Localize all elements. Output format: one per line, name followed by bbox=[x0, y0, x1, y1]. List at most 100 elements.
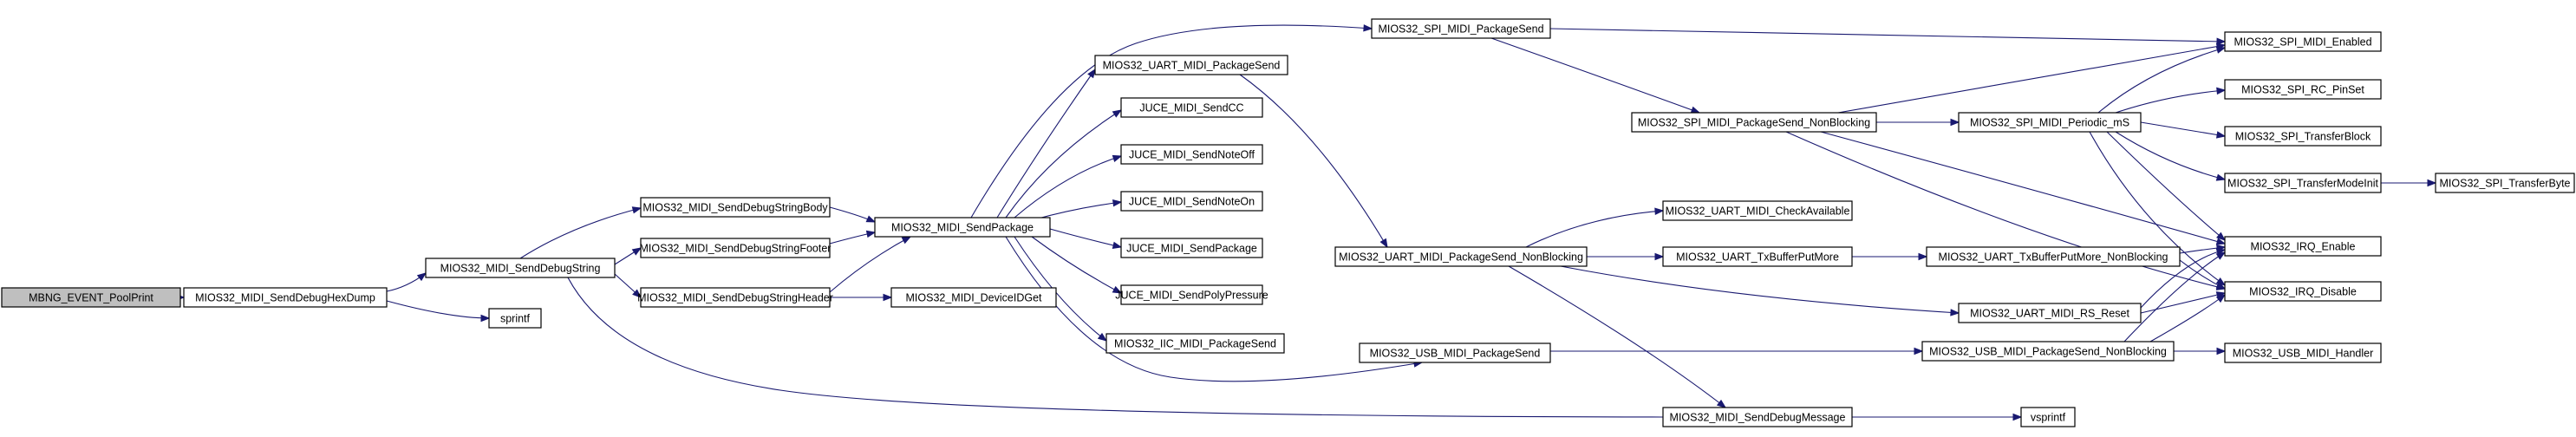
node-transmode[interactable]: MIOS32_SPI_TransferModeInit bbox=[2224, 173, 2382, 193]
node-header[interactable]: MIOS32_MIDI_SendDebugStringHeader bbox=[637, 287, 833, 308]
node-jpkg[interactable]: JUCE_MIDI_SendPackage bbox=[1120, 238, 1263, 258]
node-box[interactable] bbox=[640, 238, 831, 258]
node-box[interactable] bbox=[1958, 303, 2142, 323]
node-checkavail[interactable]: MIOS32_UART_MIDI_CheckAvailable bbox=[1662, 200, 1853, 221]
node-box[interactable] bbox=[1662, 200, 1853, 221]
node-box[interactable] bbox=[1, 287, 181, 308]
node-box[interactable] bbox=[640, 197, 831, 218]
arrowhead-transmode-to-transbyte bbox=[2427, 179, 2437, 187]
arrowhead-spipkg-to-spienabled bbox=[2216, 37, 2227, 46]
node-transbyte[interactable]: MIOS32_SPI_TransferByte bbox=[2435, 173, 2575, 193]
node-box[interactable] bbox=[1662, 246, 1853, 267]
node-box[interactable] bbox=[183, 287, 388, 308]
node-deviceid[interactable]: MIOS32_MIDI_DeviceIDGet bbox=[890, 287, 1057, 308]
node-box[interactable] bbox=[2224, 126, 2382, 147]
node-box[interactable] bbox=[1662, 407, 1853, 427]
node-irqen[interactable]: MIOS32_IRQ_Enable bbox=[2224, 236, 2382, 257]
node-box[interactable] bbox=[890, 287, 1057, 308]
node-label: MIOS32_MIDI_SendDebugString bbox=[440, 263, 601, 275]
node-joff[interactable]: JUCE_MIDI_SendNoteOff bbox=[1120, 144, 1263, 165]
node-uartpkg[interactable]: MIOS32_UART_MIDI_PackageSend bbox=[1094, 55, 1288, 75]
edge-spipkg-to-spienabled bbox=[1549, 28, 2226, 42]
node-box[interactable] bbox=[488, 308, 542, 329]
node-box[interactable] bbox=[2020, 407, 2076, 427]
node-mbng[interactable]: MBNG_EVENT_PoolPrint bbox=[1, 287, 181, 308]
node-box[interactable] bbox=[1631, 112, 1877, 133]
node-box[interactable] bbox=[425, 258, 616, 278]
node-uartnb[interactable]: MIOS32_UART_MIDI_PackageSend_NonBlocking bbox=[1334, 246, 1588, 267]
node-box[interactable] bbox=[1105, 333, 1285, 354]
node-box[interactable] bbox=[2224, 79, 2382, 100]
node-box[interactable] bbox=[1921, 341, 2175, 362]
node-usbpkg[interactable]: MIOS32_USB_MIDI_PackageSend bbox=[1359, 342, 1551, 363]
node-hexdump[interactable]: MIOS32_MIDI_SendDebugHexDump bbox=[183, 287, 388, 308]
node-box[interactable] bbox=[1334, 246, 1588, 267]
node-sprintf[interactable]: sprintf bbox=[488, 308, 542, 329]
node-jpoly[interactable]: JUCE_MIDI_SendPolyPressure bbox=[1115, 284, 1268, 305]
node-label: MIOS32_SPI_RC_PinSet bbox=[2241, 84, 2364, 96]
node-box[interactable] bbox=[2224, 236, 2382, 257]
node-box[interactable] bbox=[2224, 342, 2382, 363]
edges-layer bbox=[175, 24, 2437, 421]
node-rcpinset[interactable]: MIOS32_SPI_RC_PinSet bbox=[2224, 79, 2382, 100]
node-label: MIOS32_SPI_MIDI_Enabled bbox=[2234, 36, 2371, 49]
node-label: MIOS32_USB_MIDI_PackageSend_NonBlocking bbox=[1929, 346, 2167, 358]
arrowhead-body-to-sendpkg bbox=[865, 215, 877, 223]
node-box[interactable] bbox=[1120, 191, 1263, 212]
node-dbgstr[interactable]: MIOS32_MIDI_SendDebugString bbox=[425, 258, 616, 278]
node-spipkg[interactable]: MIOS32_SPI_MIDI_PackageSend bbox=[1371, 18, 1551, 39]
node-box[interactable] bbox=[1926, 246, 2181, 267]
node-sendpkg[interactable]: MIOS32_MIDI_SendPackage bbox=[874, 217, 1051, 238]
node-box[interactable] bbox=[2224, 173, 2382, 193]
node-label: MIOS32_UART_MIDI_PackageSend_NonBlocking bbox=[1339, 251, 1583, 264]
node-box[interactable] bbox=[1371, 18, 1551, 39]
node-footer[interactable]: MIOS32_MIDI_SendDebugStringFooter bbox=[640, 238, 831, 258]
node-box[interactable] bbox=[1120, 238, 1263, 258]
arrowhead-dbgstr-to-footer bbox=[631, 247, 642, 256]
node-periodic[interactable]: MIOS32_SPI_MIDI_Periodic_mS bbox=[1958, 112, 2142, 133]
arrowhead-usbnb-to-usbhandler bbox=[2216, 347, 2227, 355]
node-label: MIOS32_SPI_TransferByte bbox=[2440, 178, 2571, 190]
node-rsreset[interactable]: MIOS32_UART_MIDI_RS_Reset bbox=[1958, 303, 2142, 323]
node-txput[interactable]: MIOS32_UART_TxBufferPutMore bbox=[1662, 246, 1853, 267]
node-box[interactable] bbox=[1120, 144, 1263, 165]
node-label: MIOS32_SPI_MIDI_PackageSend bbox=[1378, 23, 1543, 36]
node-transblock[interactable]: MIOS32_SPI_TransferBlock bbox=[2224, 126, 2382, 147]
node-box[interactable] bbox=[2224, 31, 2382, 52]
arrowhead-hexdump-to-sprintf bbox=[480, 314, 491, 323]
node-label: MIOS32_MIDI_SendPackage bbox=[891, 222, 1034, 234]
node-box[interactable] bbox=[1120, 97, 1263, 118]
node-box[interactable] bbox=[1120, 284, 1263, 305]
node-spienabled[interactable]: MIOS32_SPI_MIDI_Enabled bbox=[2224, 31, 2382, 52]
edge-uartnb-to-rsreset bbox=[1560, 265, 1960, 314]
node-label: MIOS32_UART_TxBufferPutMore bbox=[1676, 251, 1839, 264]
node-box[interactable] bbox=[874, 217, 1051, 238]
edge-uartpkg-to-uartnb bbox=[1239, 74, 1388, 248]
node-dbgmsg[interactable]: MIOS32_MIDI_SendDebugMessage bbox=[1662, 407, 1853, 427]
node-spinb[interactable]: MIOS32_SPI_MIDI_PackageSend_NonBlocking bbox=[1631, 112, 1877, 133]
node-txputnb[interactable]: MIOS32_UART_TxBufferPutMore_NonBlocking bbox=[1926, 246, 2181, 267]
node-box[interactable] bbox=[1958, 112, 2142, 133]
edge-periodic-to-spienabled bbox=[2097, 47, 2226, 114]
node-usbhandler[interactable]: MIOS32_USB_MIDI_Handler bbox=[2224, 342, 2382, 363]
node-iic[interactable]: MIOS32_IIC_MIDI_PackageSend bbox=[1105, 333, 1285, 354]
node-usbnb[interactable]: MIOS32_USB_MIDI_PackageSend_NonBlocking bbox=[1921, 341, 2175, 362]
node-jon[interactable]: JUCE_MIDI_SendNoteOn bbox=[1120, 191, 1263, 212]
node-box[interactable] bbox=[640, 287, 831, 308]
node-box[interactable] bbox=[2224, 281, 2382, 302]
node-box[interactable] bbox=[1359, 342, 1551, 363]
node-vsprintf[interactable]: vsprintf bbox=[2020, 407, 2076, 427]
node-label: MIOS32_SPI_MIDI_Periodic_mS bbox=[1970, 117, 2129, 129]
node-label: MBNG_EVENT_PoolPrint bbox=[29, 292, 153, 304]
node-box[interactable] bbox=[2435, 173, 2575, 193]
node-irqdis[interactable]: MIOS32_IRQ_Disable bbox=[2224, 281, 2382, 302]
node-body[interactable]: MIOS32_MIDI_SendDebugStringBody bbox=[640, 197, 831, 218]
arrowhead-dbgstr-to-header bbox=[632, 289, 642, 298]
edge-spipkg-to-spinb bbox=[1490, 37, 1700, 114]
arrowhead-uartnb-to-rsreset bbox=[1950, 309, 1960, 316]
node-label: JUCE_MIDI_SendPolyPressure bbox=[1115, 290, 1268, 302]
node-jcc[interactable]: JUCE_MIDI_SendCC bbox=[1120, 97, 1263, 118]
node-box[interactable] bbox=[1094, 55, 1288, 75]
